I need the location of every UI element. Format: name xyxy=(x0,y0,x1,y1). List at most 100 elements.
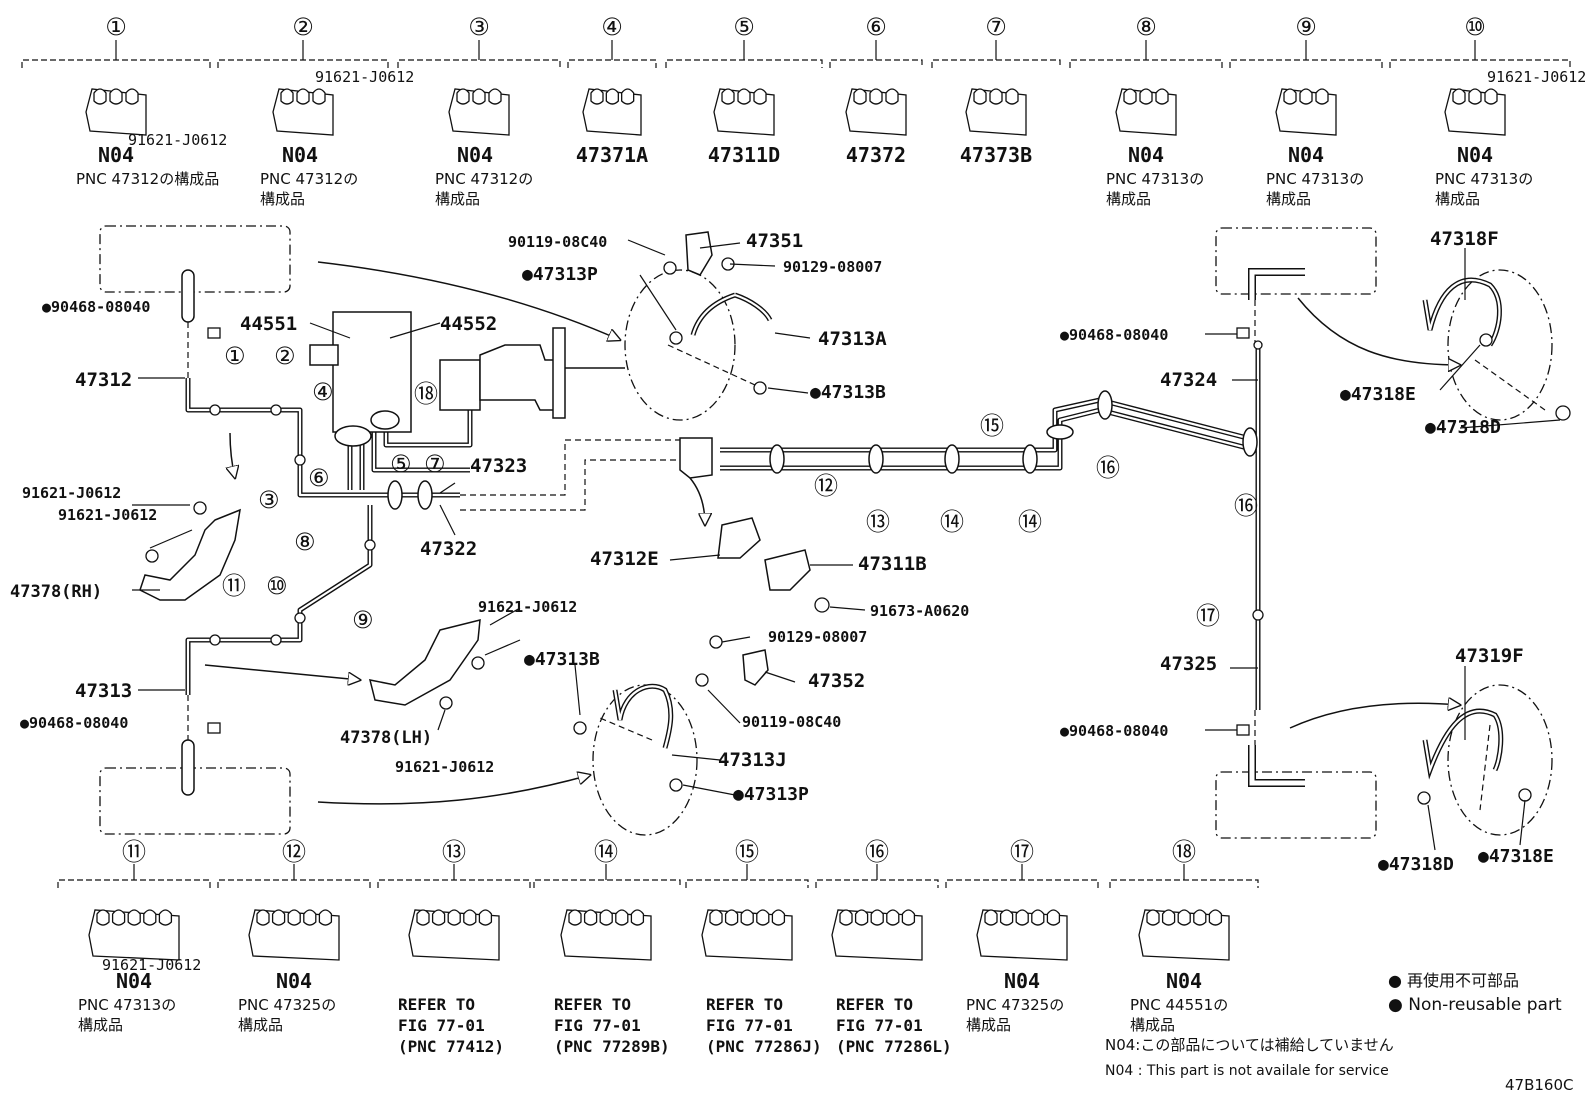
rear-left-wheel xyxy=(99,767,291,835)
callout-2: ② xyxy=(274,342,296,370)
brake-actuator xyxy=(332,311,412,433)
callout-4: ④ xyxy=(312,378,334,406)
item-caption: N04 xyxy=(282,143,318,167)
clamp-sketch xyxy=(1444,88,1506,136)
callout-8: ⑧ xyxy=(294,528,316,556)
label-47378-lh: 47378(LH) xyxy=(340,728,432,748)
stub-tubes xyxy=(181,268,1305,796)
item-caption: N04 xyxy=(1128,143,1164,167)
pipe-clamps xyxy=(334,390,1258,510)
label-47313: 47313 xyxy=(75,680,132,702)
master-cylinder xyxy=(309,311,625,433)
part-labels: ●90468-08040 47312 44551 44552 91621-J06… xyxy=(10,228,1554,875)
item-caption: PNC 47325の xyxy=(966,996,1064,1014)
item-caption: 構成品 xyxy=(966,1016,1011,1034)
item-caption: 47371A xyxy=(576,143,648,167)
label-90119-a: 90119-08C40 xyxy=(508,233,607,251)
item-bolt: 91621-J0612 xyxy=(128,131,227,149)
callout-11: ⑪ xyxy=(222,572,246,600)
item-caption: 構成品 xyxy=(1266,190,1311,208)
label-47313p-b: ●47313P xyxy=(733,784,809,805)
label-91621-b: 91621-J0612 xyxy=(58,506,157,524)
item-number: ⑭ xyxy=(594,838,618,866)
leader-lines xyxy=(132,239,1561,851)
label-47312: 47312 xyxy=(75,369,132,391)
item-caption: PNC 47312の xyxy=(435,170,533,188)
label-47313j: 47313J xyxy=(718,749,787,771)
clamp-sketch xyxy=(701,909,793,961)
item-caption: PNC 47313の xyxy=(1266,170,1364,188)
clamp-sketch xyxy=(713,88,775,136)
bracket-47351 xyxy=(685,231,713,276)
item-caption: FIG 77-01 xyxy=(706,1016,793,1035)
callout-14b: ⑭ xyxy=(1018,508,1042,536)
item-caption: 47373B xyxy=(960,143,1032,167)
legend-non-reusable-jp: ● 再使用不可部品 xyxy=(1388,971,1519,990)
item-number: ⑪ xyxy=(122,838,146,866)
label-47324: 47324 xyxy=(1160,369,1217,391)
label-47322: 47322 xyxy=(420,538,477,560)
dashed-leaders xyxy=(187,300,1546,811)
rear-left-caliper-outline xyxy=(592,684,698,836)
item-caption: 構成品 xyxy=(260,190,305,208)
callout-9: ⑨ xyxy=(352,606,374,634)
callout-10: ⑩ xyxy=(266,572,288,600)
bracket-47311b xyxy=(764,549,811,591)
clamp-sketch xyxy=(831,909,923,961)
clamp-sketch xyxy=(408,909,500,961)
item-caption: PNC 47313の xyxy=(1435,170,1533,188)
bracket-47352 xyxy=(742,649,769,686)
junction-dots xyxy=(209,340,1264,646)
item-caption: (PNC 77286J) xyxy=(706,1037,822,1056)
item-caption: FIG 77-01 xyxy=(554,1016,641,1035)
diagram-code: 47B160C xyxy=(1505,1076,1573,1094)
item-caption: PNC 44551の xyxy=(1130,996,1228,1014)
callout-14: ⑭ xyxy=(940,508,964,536)
clamp-sketch xyxy=(88,909,180,961)
item-number: ⑰ xyxy=(1010,838,1034,866)
item-number: ④ xyxy=(601,13,623,41)
label-90129-a: 90129-08007 xyxy=(783,258,882,276)
item-caption: 47311D xyxy=(708,143,780,167)
label-91673: 91673-A0620 xyxy=(870,602,969,620)
booster-body xyxy=(439,359,481,411)
item-caption: REFER TO xyxy=(554,995,631,1014)
label-47351: 47351 xyxy=(746,230,803,252)
label-47313b-a: ●47313B xyxy=(810,382,886,403)
item-caption: FIG 77-01 xyxy=(398,1016,485,1035)
front-left-wheel xyxy=(99,225,291,293)
label-47323: 47323 xyxy=(470,455,527,477)
flow-arrows xyxy=(204,261,1460,805)
callout-1: ① xyxy=(224,342,246,370)
top-item: ④ 47371A xyxy=(567,13,657,167)
item-number: ⑱ xyxy=(1172,838,1196,866)
clamp-sketch xyxy=(272,88,334,136)
item-caption: N04 xyxy=(1004,969,1040,993)
clamp-sketch xyxy=(248,909,340,961)
item-caption: PNC 47325の xyxy=(238,996,336,1014)
label-91621-a: 91621-J0612 xyxy=(22,484,121,502)
item-caption: (PNC 77289B) xyxy=(554,1037,670,1056)
bracket-47378-rh xyxy=(139,508,241,601)
diagram-callouts: ① ② ③ ④ ⑤ ⑥ ⑦ ⑧ ⑨ ⑩ ⑪ ⑫ ⑬ ⑭ ⑭ ⑮ ⑯ ⑯ ⑰ ⑱ xyxy=(222,342,1258,634)
item-caption: 構成品 xyxy=(435,190,480,208)
item-caption: PNC 47313の xyxy=(78,996,176,1014)
label-44552: 44552 xyxy=(440,313,497,335)
clamp-sketch xyxy=(976,909,1068,961)
item-number: ⑮ xyxy=(735,838,759,866)
bottom-item: ⑭ REFER TO FIG 77-01 (PNC 77289B) xyxy=(533,838,681,1056)
label-90119-b: 90119-08C40 xyxy=(742,713,841,731)
clamp-sketch xyxy=(1138,909,1230,961)
label-44551: 44551 xyxy=(240,313,297,335)
item-caption: PNC 47313の xyxy=(1106,170,1204,188)
item-caption: N04 xyxy=(276,969,312,993)
